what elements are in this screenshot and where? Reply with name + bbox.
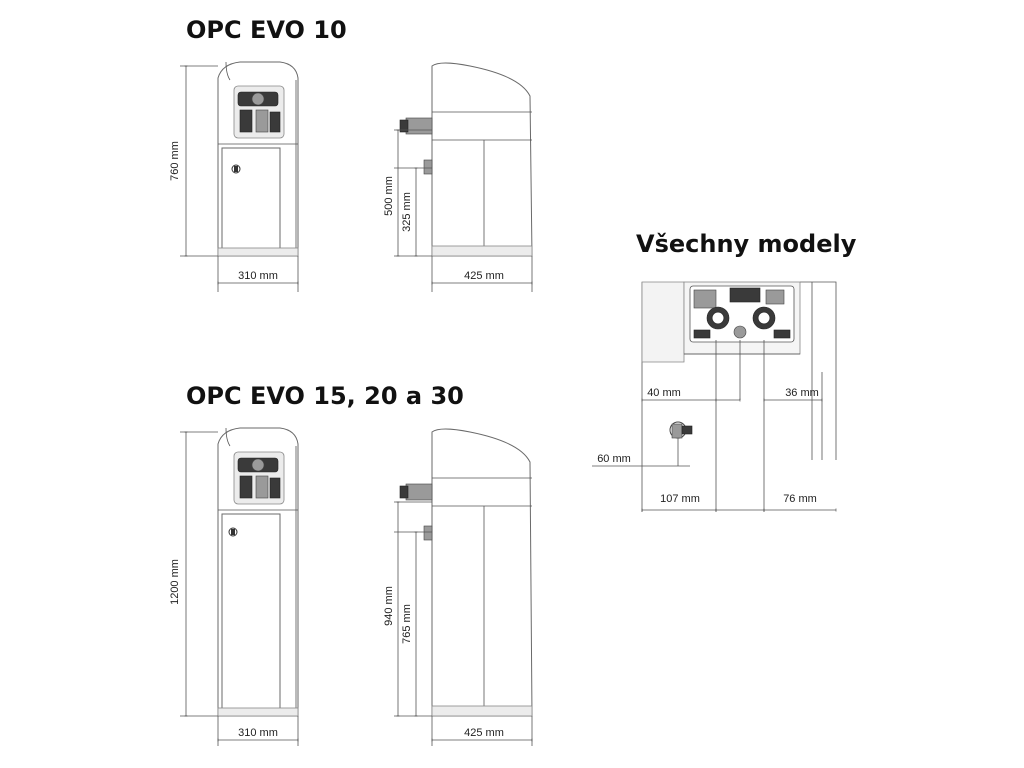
drain-fitting-icon [423,159,433,175]
evo10-width-label: 310 mm [238,270,278,282]
lock-icon [231,164,241,174]
lock-icon [228,527,238,537]
evo10-outlet-height-label: 325 mm [401,192,413,232]
left-distance-label: 107 mm [660,493,700,505]
evo15-side-dimensions: 940 mm 765 mm 425 mm [383,501,533,746]
heading-all-models: Všechny modely [636,230,857,258]
evo15-front-view [217,427,299,717]
evo10-depth-label: 425 mm [464,270,504,282]
right-offset-label: 36 mm [785,387,819,399]
evo10-height-label: 760 mm [169,141,181,181]
heading-opc-evo-10: OPC EVO 10 [186,16,347,44]
evo10-side-dimensions: 500 mm 325 mm 425 mm [383,129,533,292]
evo15-side-view [399,428,533,717]
evo15-front-dimensions: 1200 mm 310 mm [169,431,299,746]
evo10-front-dimensions: 760 mm 310 mm [169,65,299,292]
hose-connector-icon [399,483,433,501]
evo10-front-view [217,61,299,257]
drain-fitting-icon [423,525,433,541]
all-models-dimensions: 40 mm 36 mm 60 mm 107 mm 76 mm [592,387,837,512]
drain-height-label: 60 mm [597,453,631,465]
left-offset-label: 40 mm [647,387,681,399]
hose-connector-icon [399,117,433,135]
all-models-detail-view [641,281,837,512]
evo15-width-label: 310 mm [238,727,278,739]
evo10-side-view [399,62,533,257]
evo10-inlet-height-label: 500 mm [383,176,395,216]
valve-head-icon [233,451,285,505]
evo15-height-label: 1200 mm [169,559,181,605]
valve-head-icon [689,285,795,343]
evo15-outlet-height-label: 765 mm [401,604,413,644]
right-distance-label: 76 mm [783,493,817,505]
heading-opc-evo-15-20-30: OPC EVO 15, 20 a 30 [186,382,464,410]
drain-fitting-icon [669,421,693,466]
valve-head-icon [233,85,285,139]
evo15-depth-label: 425 mm [464,727,504,739]
evo15-inlet-height-label: 940 mm [383,586,395,626]
